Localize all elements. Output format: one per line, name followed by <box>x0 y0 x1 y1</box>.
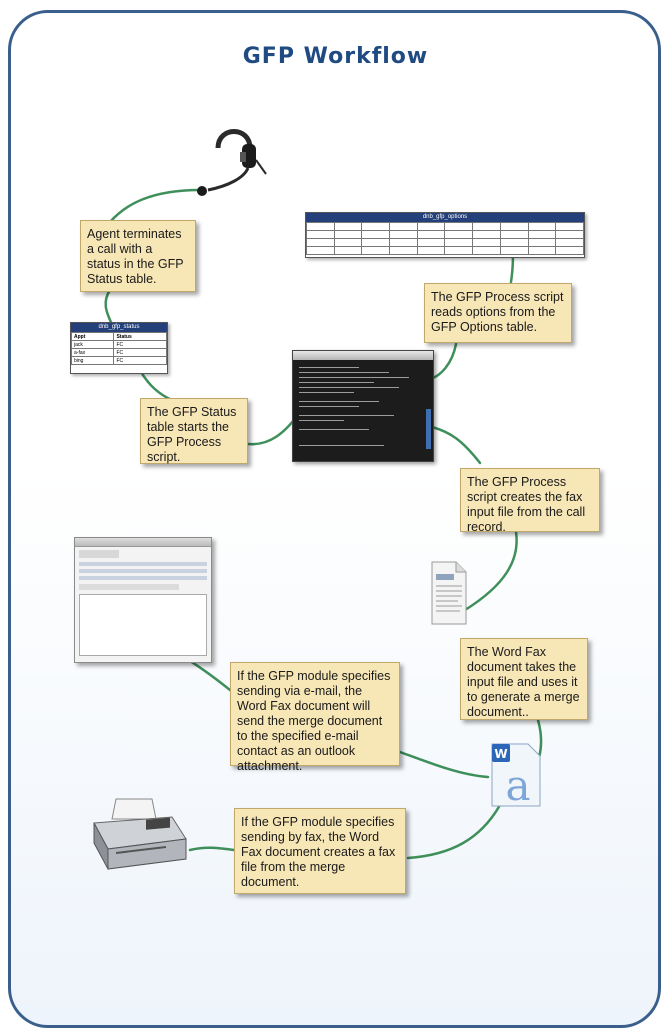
word-document-icon: W a <box>491 743 541 808</box>
connector-terminal-to-create <box>430 425 482 465</box>
connector-status-to-note <box>138 368 174 402</box>
page-title: GFP Workflow <box>242 44 429 69</box>
email-window-icon <box>74 537 212 663</box>
status-table-header: Status <box>113 332 167 341</box>
connector-agent-to-status <box>104 288 114 327</box>
fax-machine-icon <box>93 798 187 870</box>
connector-word-to-email-note <box>398 750 490 779</box>
note-status-starts-process: The GFP Status table starts the GFP Proc… <box>140 398 248 464</box>
status-table-cell: FC <box>113 356 167 365</box>
note-creates-fax-input: The GFP Process script creates the fax i… <box>460 468 600 534</box>
connector-fax-note-to-fax <box>188 846 236 852</box>
status-table-cell: bing <box>70 356 115 365</box>
status-table: dnb_gfp_status Appt Status jack FC a-fax… <box>70 322 168 374</box>
options-table-title: dnb_gfp_options <box>306 213 584 222</box>
note-word-fax-merge: The Word Fax document takes the input fi… <box>460 638 588 720</box>
svg-text:W: W <box>494 747 507 761</box>
document-icon <box>431 561 467 625</box>
status-table-header: Appt <box>70 332 115 341</box>
note-fax-file: If the GFP module specifies sending by f… <box>234 808 406 894</box>
connector-note-to-terminal2 <box>431 342 458 380</box>
status-table-cell: jack <box>70 340 115 349</box>
status-table-cell: a-fax <box>70 348 115 357</box>
connector-create-to-doc <box>463 530 518 612</box>
connector-word-to-fax-note <box>406 803 502 860</box>
connector-note-to-terminal <box>246 413 300 446</box>
status-table-cell: FC <box>113 340 167 349</box>
options-table: dnb_gfp_options <box>305 212 585 258</box>
note-process-reads-options: The GFP Process script reads options fro… <box>424 283 572 343</box>
status-table-cell: FC <box>113 348 167 357</box>
connector-headset-to-agent <box>108 188 202 224</box>
terminal-window-icon <box>292 350 434 462</box>
headset-icon <box>197 129 267 196</box>
note-agent-terminates: Agent terminates a call with a status in… <box>80 220 196 292</box>
svg-text:a: a <box>505 761 530 808</box>
status-table-title: dnb_gfp_status <box>71 323 167 332</box>
note-email-attachment: If the GFP module specifies sending via … <box>230 662 400 773</box>
status-table-grid: Appt Status jack FC a-fax FC bing FC <box>70 332 167 365</box>
options-table-grid <box>306 222 584 255</box>
